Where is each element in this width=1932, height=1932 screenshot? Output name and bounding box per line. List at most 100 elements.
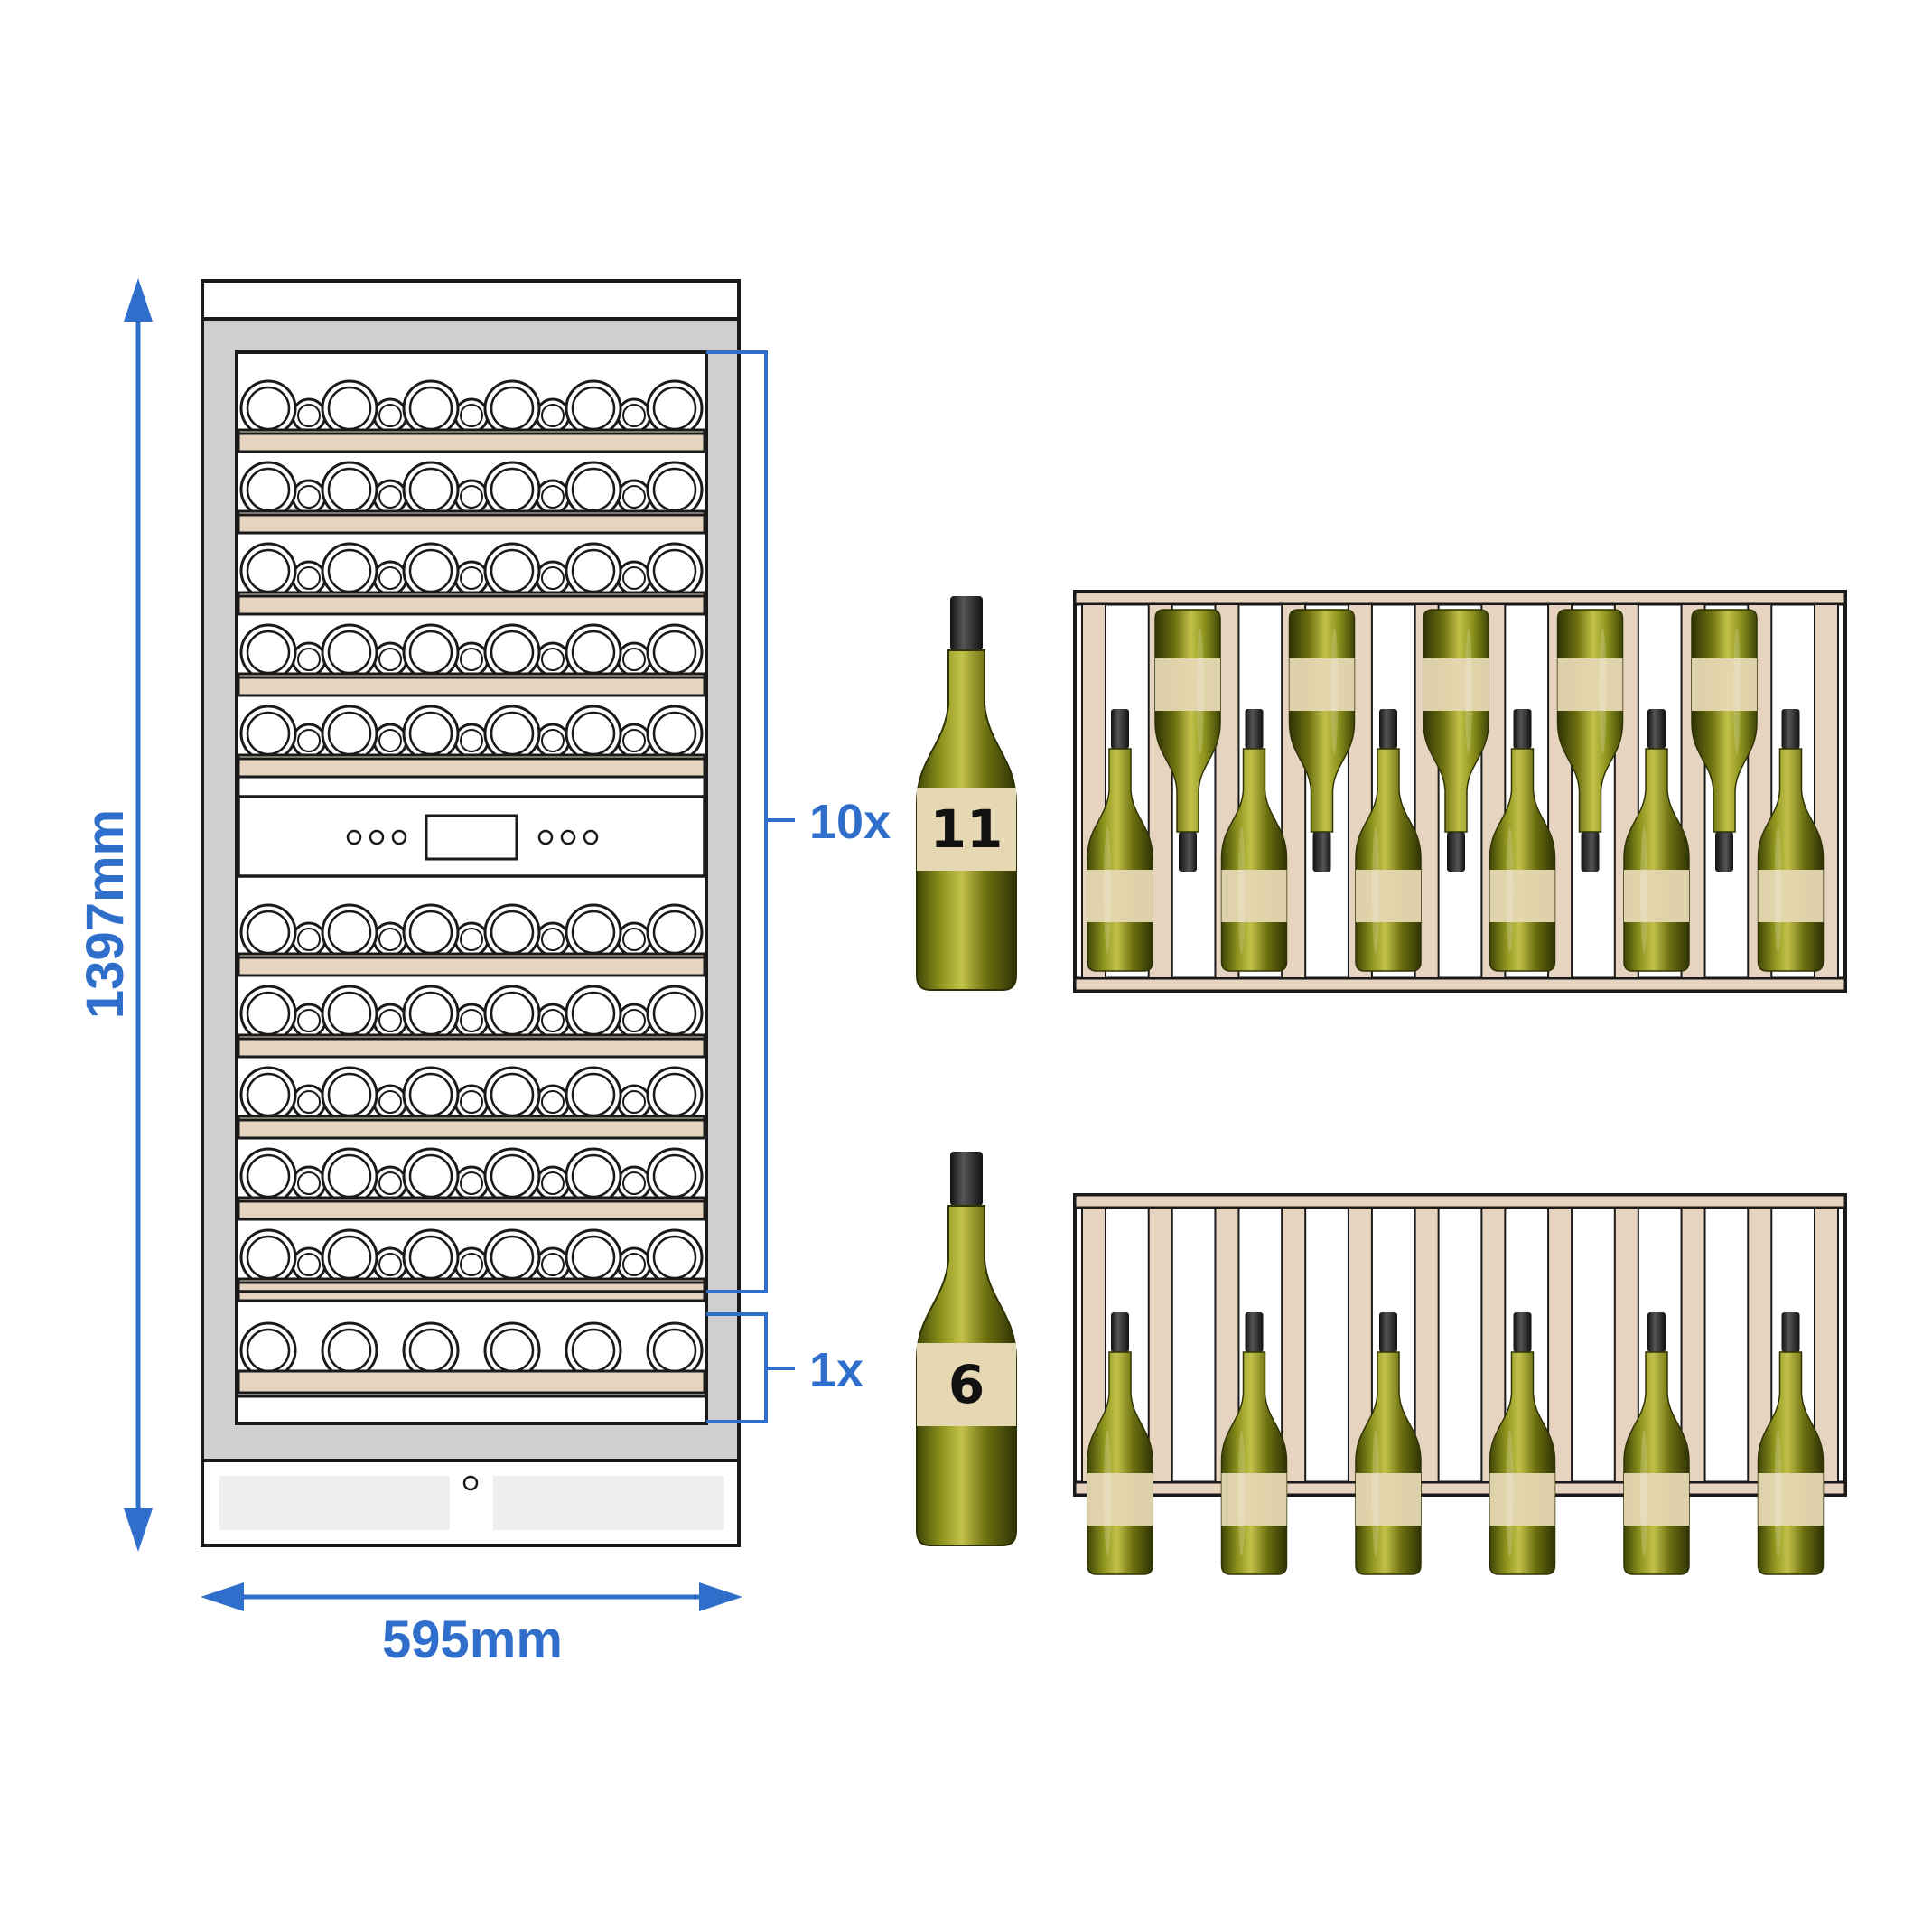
- bottle-end: [565, 1147, 622, 1205]
- upper-bottle-count-bottle: 11: [916, 596, 1017, 991]
- bottles-per-upper-shelf: 11: [930, 798, 1003, 860]
- bottle-end: [565, 379, 622, 437]
- bottle-end: [646, 379, 704, 437]
- bottle-end: [321, 1147, 378, 1205]
- bottle-end: [372, 723, 408, 759]
- bottle-end: [291, 479, 327, 515]
- bottle-end: [372, 921, 408, 957]
- bottle-end: [239, 461, 297, 518]
- bottle-end: [646, 1228, 704, 1286]
- bottle-end: [646, 985, 704, 1042]
- bottle-end: [453, 1246, 490, 1283]
- bottle-end: [291, 1003, 327, 1039]
- bottle-end: [483, 1066, 541, 1124]
- bottle-end: [372, 1003, 408, 1039]
- bottle-end: [646, 903, 704, 961]
- bottle-end: [321, 461, 378, 518]
- bottle-end: [483, 1321, 541, 1379]
- shelf-frame: [1073, 1193, 1847, 1497]
- bottle-end: [402, 1147, 460, 1205]
- upper-shelves-bracket: 10x: [706, 350, 891, 1293]
- bottle-end: [239, 1321, 297, 1379]
- bottle-end: [616, 560, 652, 596]
- bottle-end: [616, 723, 652, 759]
- bottle-end: [535, 921, 571, 957]
- upper-shelf-count: 10x: [809, 795, 891, 849]
- bottle-end: [402, 379, 460, 437]
- bottle-end: [453, 479, 490, 515]
- cabinet-shelf: [237, 985, 706, 1059]
- bottle-end: [321, 985, 378, 1042]
- bottle-end: [565, 705, 622, 762]
- bottle-end: [565, 623, 622, 681]
- bottle-end: [402, 985, 460, 1042]
- bottle-end: [239, 985, 297, 1042]
- bottle-end: [239, 1228, 297, 1286]
- bottle-end: [535, 1246, 571, 1283]
- width-label: 595mm: [382, 1610, 563, 1669]
- bottle-end: [291, 723, 327, 759]
- lower-shelf-bracket: 1x: [706, 1312, 863, 1423]
- bottle-end: [483, 705, 541, 762]
- bottle-end: [646, 1066, 704, 1124]
- bottle-end: [239, 379, 297, 437]
- cabinet-shelf: [237, 623, 706, 697]
- bottle-end: [616, 479, 652, 515]
- upper-shelf-top-view: [1073, 590, 1847, 993]
- shelf-slat: [1414, 1207, 1440, 1483]
- shelf-slat: [1147, 1207, 1173, 1483]
- bottle-end: [402, 461, 460, 518]
- bottle-end: [646, 461, 704, 518]
- bottle-end: [646, 623, 704, 681]
- bottle-end: [453, 560, 490, 596]
- bottle-end: [291, 921, 327, 957]
- bottle-end: [372, 1084, 408, 1120]
- cabinet-shelf: [237, 1066, 706, 1140]
- bottle-end: [372, 1246, 408, 1283]
- shelf-slat: [1547, 1207, 1573, 1483]
- bottle-end: [453, 1003, 490, 1039]
- bottle-end: [646, 1147, 704, 1205]
- bottle-end: [321, 623, 378, 681]
- bottle-end: [535, 560, 571, 596]
- bottle-end: [239, 542, 297, 600]
- bottle-end: [291, 1246, 327, 1283]
- bottle-end: [616, 1246, 652, 1283]
- bottle-end: [321, 705, 378, 762]
- bottle-end: [453, 641, 490, 677]
- bottle-end: [565, 903, 622, 961]
- bottle-end: [616, 1084, 652, 1120]
- bottle-end: [321, 1228, 378, 1286]
- bottle-end: [239, 1066, 297, 1124]
- shelf-slat: [1680, 1207, 1706, 1483]
- shelf-slat: [1281, 1207, 1307, 1483]
- bottle-end: [565, 461, 622, 518]
- bottle-end: [616, 1165, 652, 1201]
- bottle-end: [402, 903, 460, 961]
- height-dimension: 1397mm: [76, 278, 153, 1552]
- lower-shelf-top-view: [1073, 1193, 1847, 1575]
- cabinet-shelf: [237, 903, 706, 977]
- bottle-end: [535, 641, 571, 677]
- control-panel: [237, 795, 706, 878]
- bottle-end: [535, 479, 571, 515]
- bottle-end: [321, 1321, 378, 1379]
- bottle-end: [483, 985, 541, 1042]
- shelf-board: [237, 1369, 706, 1395]
- bottle-end: [453, 397, 490, 434]
- bottle-end: [402, 705, 460, 762]
- bottle-end: [453, 723, 490, 759]
- bottle-end: [616, 397, 652, 434]
- bottle-end: [453, 1084, 490, 1120]
- cabinet-shelf: [237, 542, 706, 616]
- bottle-end: [321, 903, 378, 961]
- bottle-end: [453, 1165, 490, 1201]
- bottles-per-lower-shelf: 6: [948, 1354, 985, 1415]
- lower-shelf-count: 1x: [809, 1343, 863, 1397]
- bottle-end: [239, 623, 297, 681]
- bottle-end: [372, 479, 408, 515]
- bottle-end: [372, 1165, 408, 1201]
- bottle-end: [535, 1084, 571, 1120]
- bottle-end: [291, 641, 327, 677]
